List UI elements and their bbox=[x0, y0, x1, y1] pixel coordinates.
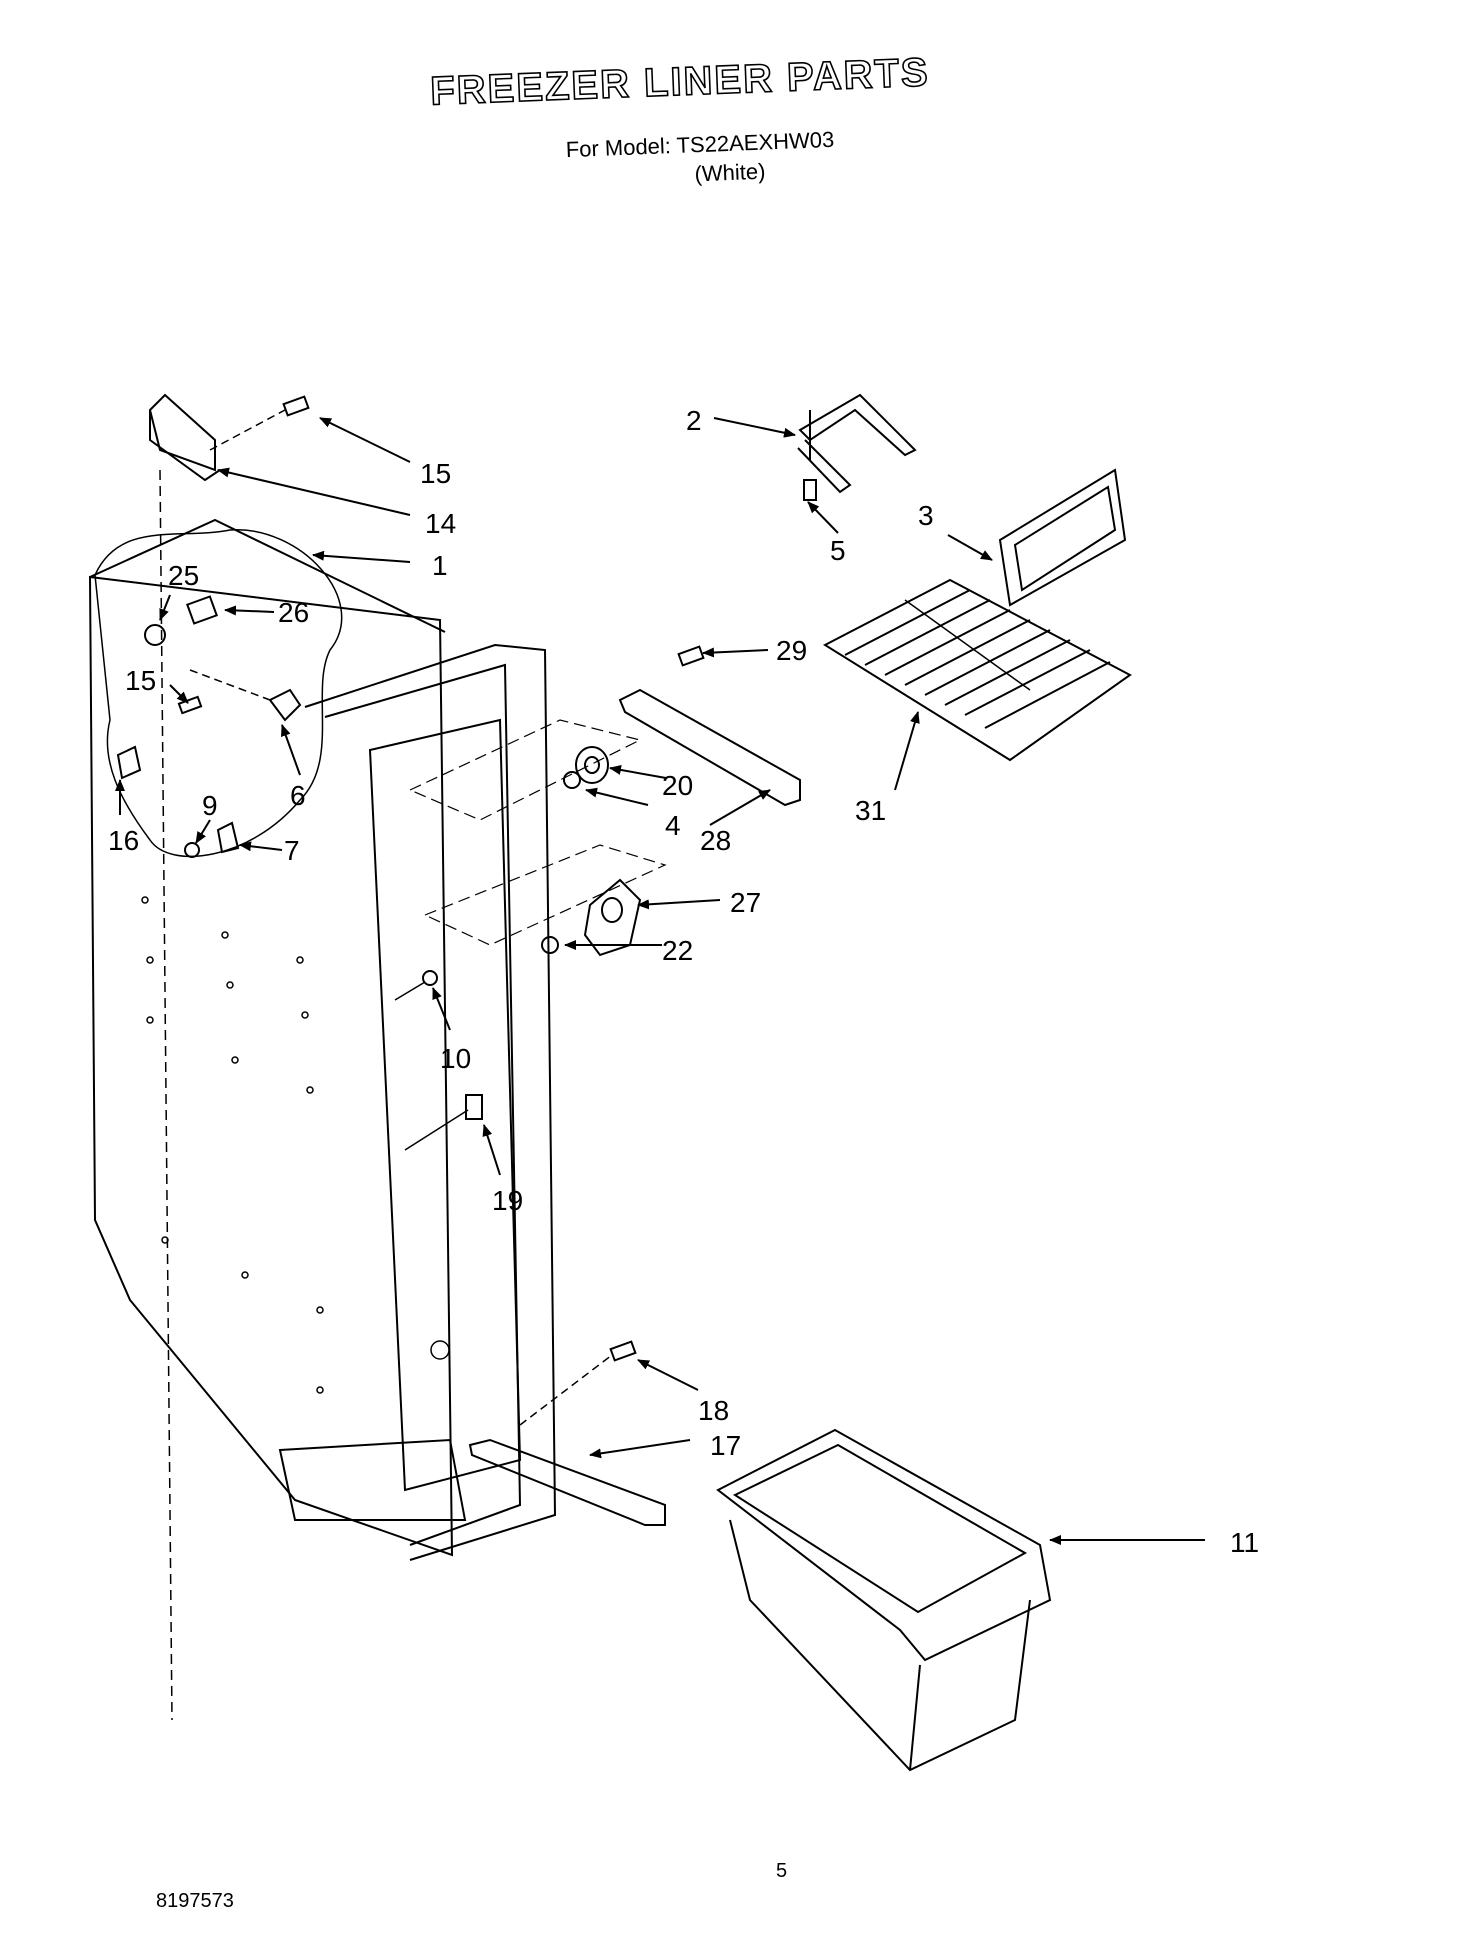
callout-26: 26 bbox=[278, 597, 309, 628]
detail-bubble bbox=[94, 529, 343, 858]
part-10-pin bbox=[394, 970, 438, 1001]
part-9-screw bbox=[184, 842, 200, 858]
callout-29: 29 bbox=[776, 635, 807, 666]
callout-labels: 15 14 1 2 5 3 29 31 20 4 28 27 22 10 19 … bbox=[108, 405, 1259, 1558]
page-number: 5 bbox=[776, 1860, 788, 1882]
callout-14: 14 bbox=[425, 508, 456, 539]
callout-16: 16 bbox=[108, 825, 139, 856]
callout-4: 4 bbox=[665, 810, 681, 841]
callout-28: 28 bbox=[700, 825, 731, 856]
callout-19: 19 bbox=[492, 1185, 523, 1216]
callout-15: 15 bbox=[420, 458, 451, 489]
freezer-liner-cabinet bbox=[88, 469, 557, 1721]
part-6-clip bbox=[189, 669, 302, 722]
part-22-screw bbox=[541, 936, 559, 954]
part-15-screw-lower bbox=[177, 695, 203, 715]
part-18-screw bbox=[609, 1340, 637, 1362]
callout-20: 20 bbox=[662, 770, 693, 801]
callout-7: 7 bbox=[284, 835, 300, 866]
part-15-screw-top bbox=[209, 395, 310, 451]
part-20-bushing bbox=[575, 746, 609, 784]
part-26-socket bbox=[186, 595, 218, 625]
part-16-plate bbox=[116, 745, 142, 780]
part-7-bracket bbox=[216, 821, 240, 854]
callout-1: 1 bbox=[432, 550, 448, 581]
part-27-housing bbox=[583, 878, 642, 957]
part-19-switch bbox=[404, 1094, 483, 1151]
callout-25: 25 bbox=[168, 560, 199, 591]
part-14-bracket bbox=[148, 393, 221, 482]
callout-9: 9 bbox=[202, 790, 218, 821]
callout-15-lower: 15 bbox=[125, 665, 156, 696]
part-11-bin bbox=[716, 1428, 1052, 1772]
part-25-bulb bbox=[144, 624, 166, 646]
part-3-shelf-frame bbox=[998, 468, 1127, 607]
callout-3: 3 bbox=[918, 500, 934, 531]
part-28-rail bbox=[618, 688, 801, 807]
callout-22: 22 bbox=[662, 935, 693, 966]
part-29-screw bbox=[677, 645, 705, 667]
callout-6: 6 bbox=[290, 780, 306, 811]
part-2-bracket bbox=[797, 393, 917, 494]
callout-27: 27 bbox=[730, 887, 761, 918]
callout-11: 11 bbox=[1230, 1527, 1259, 1558]
document-number: 8197573 bbox=[156, 1890, 234, 1912]
callout-31: 31 bbox=[855, 795, 886, 826]
callout-2: 2 bbox=[686, 405, 702, 436]
callout-5: 5 bbox=[830, 535, 846, 566]
callout-18: 18 bbox=[698, 1395, 729, 1426]
callout-17: 17 bbox=[710, 1430, 741, 1461]
callout-10: 10 bbox=[440, 1043, 471, 1074]
part-4-screw bbox=[563, 771, 581, 789]
leader-arrows bbox=[115, 417, 1205, 1545]
part-31-wire-shelf bbox=[822, 578, 1132, 762]
part-17-rail bbox=[468, 1354, 666, 1526]
part-5-screw bbox=[803, 479, 817, 501]
